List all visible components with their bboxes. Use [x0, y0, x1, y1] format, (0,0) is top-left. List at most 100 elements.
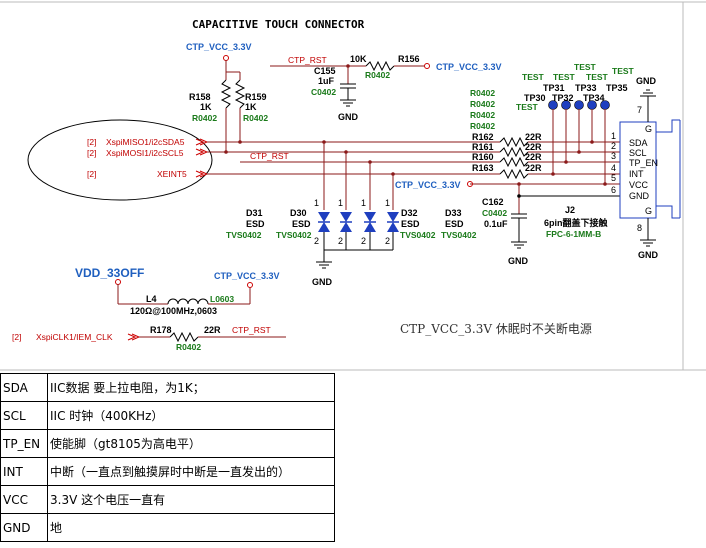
- sig3-ref: [2]: [87, 169, 96, 179]
- net-label-ctp-vcc-3: CTP_VCC_3.3V: [395, 180, 461, 190]
- j2-pin-vcc: VCC: [629, 180, 649, 190]
- schematic: CAPACITIVE TOUCH CONNECTOR CTP_VCC_3.3V …: [0, 1, 706, 371]
- r163-ref: R163: [472, 163, 494, 173]
- j2-part: FPC-6-1MM-B: [546, 229, 601, 239]
- pin-desc-cell: 中断（一直点到触摸屏时中断是一直发出的）: [47, 457, 335, 486]
- r163-pkg: R0402: [470, 121, 495, 131]
- tp32-ref: TP32: [552, 93, 574, 103]
- r162-value: 22R: [525, 132, 542, 142]
- sig3-name: XEINT5: [157, 169, 187, 179]
- gnd-label-j2-top: GND: [636, 76, 657, 86]
- ground-symbol-c162: [511, 241, 527, 249]
- tp30-ref: TP30: [524, 93, 546, 103]
- pin-desc-cell: 地: [47, 513, 335, 542]
- d31-ref: D31: [246, 208, 263, 218]
- c155-value: 1uF: [318, 76, 335, 86]
- r159-value: 1K: [245, 102, 257, 112]
- r156-resistor: [365, 60, 395, 72]
- r178-pkg: R0402: [176, 342, 201, 352]
- r160-value: 22R: [525, 152, 542, 162]
- ground-symbol-bottom: [640, 239, 656, 247]
- j2-pin-num-8: 8: [637, 223, 642, 233]
- j2-pin-sda: SDA: [629, 138, 648, 148]
- j2-pin-num-5: 5: [611, 173, 616, 183]
- table-row: SCL IIC 时钟（400KHz）: [0, 401, 335, 430]
- ctp-rst-label-mid: CTP_RST: [250, 151, 289, 161]
- ground-symbol: [340, 99, 356, 107]
- tp-test-label-5: TEST: [612, 66, 635, 76]
- pin-name-cell: SCL: [0, 401, 48, 430]
- net-label-ctp-vcc-4: CTP_VCC_3.3V: [214, 271, 280, 281]
- tp31-ref: TP31: [543, 83, 565, 93]
- d33-pin-bottom: 2: [385, 236, 390, 246]
- d33-pkg: TVS0402: [441, 230, 477, 240]
- schematic-title: CAPACITIVE TOUCH CONNECTOR: [192, 18, 365, 31]
- j2-pin-gnd: GND: [629, 191, 650, 201]
- d33-ref: D33: [445, 208, 462, 218]
- d30-type: ESD: [292, 219, 311, 229]
- gnd-label-c162: GND: [508, 256, 529, 266]
- pin-name-cell: SDA: [0, 373, 48, 402]
- r159-ref: R159: [245, 92, 267, 102]
- d31-pkg: TVS0402: [226, 230, 262, 240]
- d32-type: ESD: [401, 219, 420, 229]
- pin-name-cell: INT: [0, 457, 48, 486]
- r161-value: 22R: [525, 142, 542, 152]
- j2-pin-num-2: 2: [611, 141, 616, 151]
- pin-desc-cell: 3.3V 这个电压一直有: [47, 485, 335, 514]
- r178-resistor: [169, 331, 199, 343]
- sig2-name: XspiMOSI1/i2cSCL5: [106, 148, 184, 158]
- sig1-ref: [2]: [87, 137, 96, 147]
- l4-value: 120Ω@100MHz,0603: [130, 306, 217, 316]
- l4-pkg: L0603: [210, 294, 234, 304]
- table-row: SDA IIC数据 要上拉电阻，为1K；: [0, 373, 335, 402]
- tp34-ref: TP34: [583, 93, 605, 103]
- testpoints: [548, 100, 610, 186]
- r161-ref: R161: [472, 142, 494, 152]
- ctp-rst-label-bottom: CTP_RST: [232, 325, 271, 335]
- j2-ref: J2: [565, 205, 575, 215]
- series-resistors: [499, 136, 529, 180]
- r156-value: 10K: [350, 54, 367, 64]
- r163-value: 22R: [525, 163, 542, 173]
- d30-pkg: TVS0402: [276, 230, 312, 240]
- port-arrow-clk: [127, 333, 137, 341]
- j2-pin-scl: SCL: [629, 148, 647, 158]
- j2-pin-num-7: 7: [637, 105, 642, 115]
- gnd-label-c155: GND: [338, 112, 359, 122]
- sig1-name: XspiMISO1/i2cSDA5: [106, 137, 185, 147]
- gnd-label-esd: GND: [312, 277, 333, 287]
- esd-diode-array: [316, 212, 399, 269]
- pin-desc-cell: 使能脚（gt8105为高电平）: [47, 429, 335, 458]
- gnd-label-j2-bottom: GND: [638, 250, 659, 260]
- table-row: TP_EN 使能脚（gt8105为高电平）: [0, 429, 335, 458]
- sig2-ref: [2]: [87, 148, 96, 158]
- j2-pin-num-4: 4: [611, 163, 616, 173]
- r159-pkg: R0402: [243, 113, 268, 123]
- r160-pkg: R0402: [470, 110, 495, 120]
- c162-ref: C162: [482, 197, 504, 207]
- r156-pkg: R0402: [365, 70, 390, 80]
- tp-test-label-6: TEST: [516, 102, 539, 112]
- j2-pin-num-1: 1: [611, 131, 616, 141]
- pullup-resistors: [220, 79, 246, 109]
- r158-value: 1K: [200, 102, 212, 112]
- j2-pin-num-6: 6: [611, 185, 616, 195]
- d30-ref: D30: [290, 208, 307, 218]
- pin-name-cell: GND: [0, 513, 48, 542]
- pin-description-table: SDA IIC数据 要上拉电阻，为1K； SCL IIC 时钟（400KHz） …: [0, 373, 335, 542]
- j2-pin-tpen: TP_EN: [629, 158, 658, 168]
- pin-desc-cell: IIC 时钟（400KHz）: [47, 401, 335, 430]
- tp-test-label-2: TEST: [553, 72, 576, 82]
- d33-pin-top: 1: [385, 198, 390, 208]
- c155-ref: C155: [314, 66, 336, 76]
- d30-pin-top: 1: [314, 198, 319, 208]
- tp33-ref: TP33: [575, 83, 597, 93]
- r158-pkg: R0402: [192, 113, 217, 123]
- tp-test-label-3: TEST: [586, 72, 609, 82]
- c155-pkg: C0402: [311, 87, 336, 97]
- table-row: INT 中断（一直点到触摸屏时中断是一直发出的）: [0, 457, 335, 486]
- sig4-ref: [2]: [12, 332, 21, 342]
- r162-pkg: R0402: [470, 88, 495, 98]
- r178-ref: R178: [150, 325, 172, 335]
